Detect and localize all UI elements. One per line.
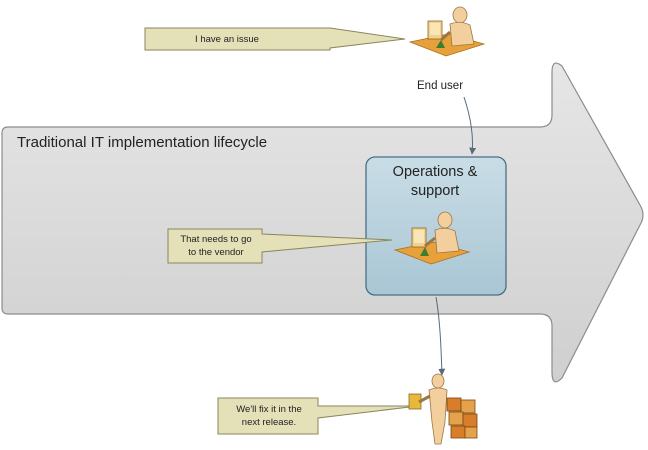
callout-release-line2: next release. bbox=[241, 417, 297, 428]
callout-release-line1: We'll fix it in the bbox=[236, 404, 302, 415]
diagram-title: Traditional IT implementation lifecycle bbox=[17, 134, 268, 151]
operations-support-label-line2: support bbox=[410, 183, 460, 199]
callout-issue-text: I have an issue bbox=[195, 34, 259, 45]
operations-support-label-line1: Operations & bbox=[392, 164, 478, 180]
callout-vendor-line2: to the vendor bbox=[188, 247, 244, 258]
operations-support-box bbox=[365, 156, 507, 296]
operations-support-label: Operations & support bbox=[370, 163, 500, 201]
callout-release-text: We'll fix it in the next release. bbox=[220, 403, 318, 429]
end-user-at-desk-icon bbox=[408, 6, 486, 57]
end-user-to-ops-connector bbox=[463, 96, 477, 155]
callout-vendor-bubble bbox=[167, 228, 393, 264]
lifecycle-arrow bbox=[1, 62, 644, 383]
support-agent-at-desk-icon bbox=[393, 211, 471, 265]
callout-vendor-line1: That needs to go bbox=[180, 234, 252, 245]
vendor-with-boxes-icon bbox=[408, 373, 478, 445]
callout-vendor-text: That needs to go to the vendor bbox=[170, 233, 262, 259]
end-user-label: End user bbox=[417, 80, 464, 92]
callout-issue-bubble bbox=[144, 27, 406, 51]
ops-to-vendor-connector bbox=[435, 296, 446, 376]
callout-release-bubble bbox=[217, 397, 419, 435]
